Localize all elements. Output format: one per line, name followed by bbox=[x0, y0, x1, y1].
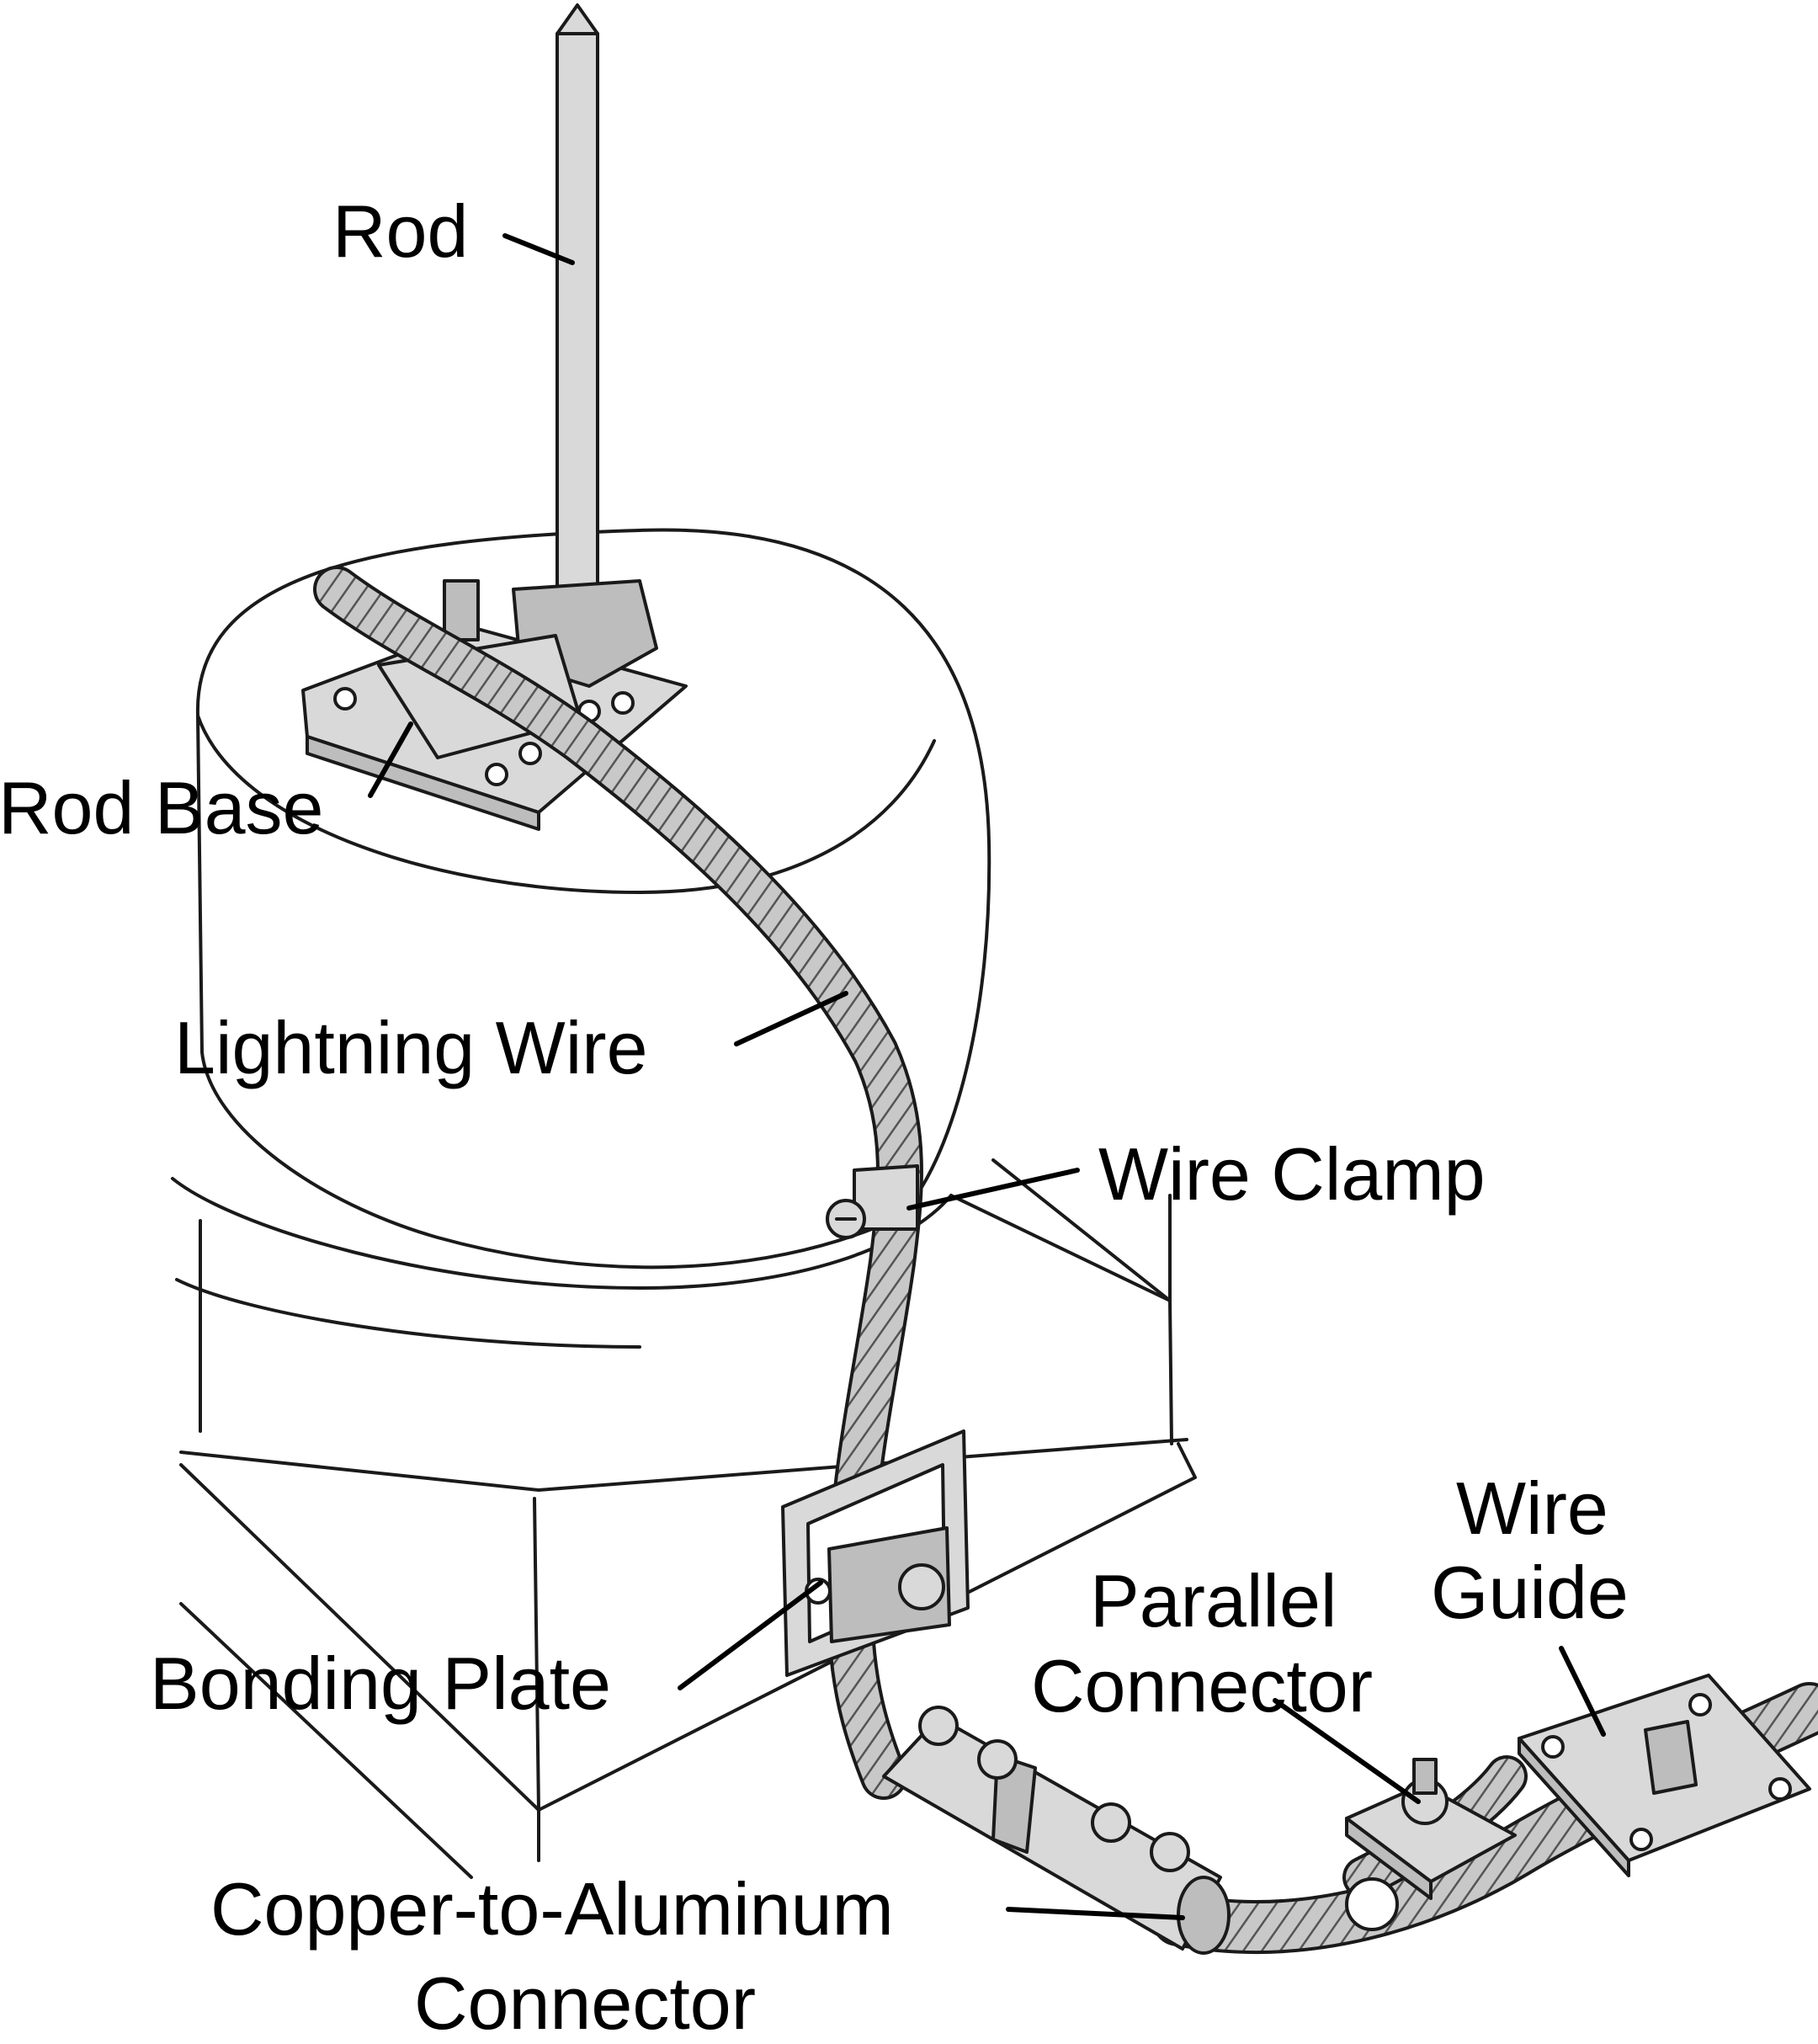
leader-parallel-connector bbox=[1273, 1698, 1421, 1804]
dome-structure bbox=[171, 528, 1172, 1433]
leader-wire-guide bbox=[1559, 1646, 1606, 1737]
leader-wire-clamp bbox=[906, 1168, 1080, 1211]
copper-to-aluminum-connector bbox=[882, 1706, 1231, 1955]
label-cu-al-connector-2: Connector bbox=[414, 1961, 756, 2044]
labels: Rod Rod Base Lightning Wire Wire Clamp B… bbox=[0, 189, 1629, 2044]
wire-guide bbox=[1518, 1674, 1811, 1877]
label-cu-al-connector-1: Copper-to-Aluminum bbox=[210, 1867, 894, 1951]
leader-cu-al-connector bbox=[1006, 1907, 1185, 1920]
label-parallel-connector-2: Connector bbox=[1031, 1644, 1373, 1727]
leader-lines bbox=[368, 233, 1606, 1920]
parallel-connector bbox=[1345, 1758, 1517, 1900]
bonding-plate bbox=[781, 1429, 970, 1677]
label-rod-base: Rod Base bbox=[0, 766, 323, 849]
label-lightning-wire: Lightning Wire bbox=[174, 1006, 648, 1089]
leader-lightning-wire bbox=[734, 991, 848, 1046]
leader-bonding-plate bbox=[678, 1580, 823, 1690]
label-wire-clamp: Wire Clamp bbox=[1098, 1132, 1486, 1216]
label-wire-guide-2: Guide bbox=[1431, 1551, 1629, 1634]
rod bbox=[556, 3, 599, 591]
leader-rod-base bbox=[368, 721, 413, 798]
leader-rod bbox=[502, 233, 575, 265]
label-bonding-plate: Bonding Plate bbox=[150, 1642, 611, 1725]
label-parallel-connector-1: Parallel bbox=[1090, 1559, 1337, 1642]
label-wire-guide-1: Wire bbox=[1456, 1466, 1608, 1550]
wire-clamp bbox=[826, 1164, 919, 1239]
label-rod: Rod bbox=[332, 189, 468, 273]
